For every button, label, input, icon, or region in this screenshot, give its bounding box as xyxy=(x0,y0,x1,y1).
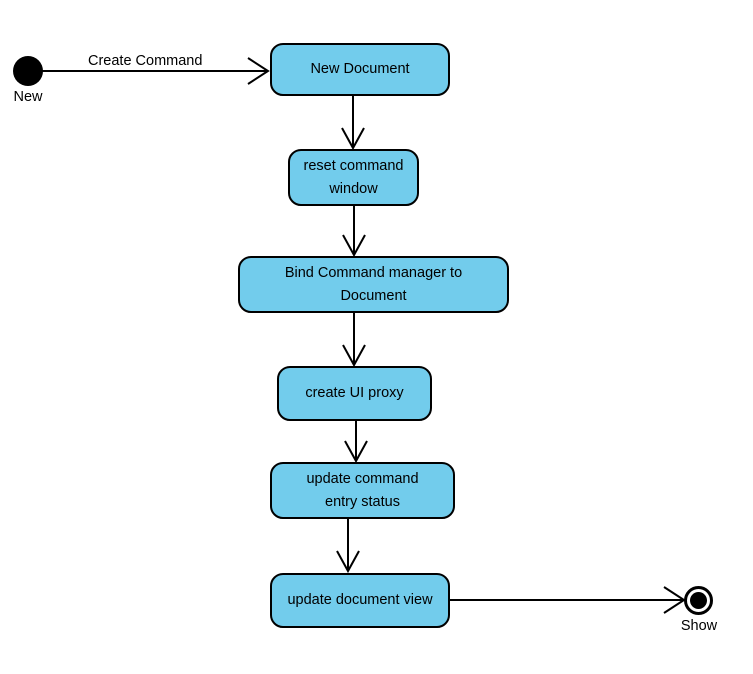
node-new-document-label: New Document xyxy=(310,61,410,78)
edge-doc-view-to-show xyxy=(450,586,686,614)
node-update-command-entry-status-label-line1: update command xyxy=(306,471,419,488)
node-new-document[interactable]: New Document xyxy=(270,43,450,96)
initial-state-label: New xyxy=(13,89,43,105)
node-update-document-view[interactable]: update document view xyxy=(270,573,450,628)
node-update-command-entry-status[interactable]: update command entry status xyxy=(270,462,455,519)
node-create-ui-proxy[interactable]: create UI proxy xyxy=(277,366,432,421)
node-bind-command-manager-label-line2: Document xyxy=(340,287,407,304)
node-create-ui-proxy-label: create UI proxy xyxy=(305,385,404,402)
final-state-label: Show xyxy=(680,618,718,634)
node-reset-command-window-label-line1: reset command xyxy=(303,158,404,175)
edge-update-status-to-doc-view xyxy=(336,519,360,574)
edge-bind-to-proxy xyxy=(342,313,366,368)
final-state-node[interactable] xyxy=(684,586,713,615)
node-reset-command-window-label-line2: window xyxy=(329,180,378,197)
node-bind-command-manager[interactable]: Bind Command manager to Document xyxy=(238,256,509,313)
edge-new-to-new-document xyxy=(40,57,270,85)
edge-proxy-to-update-status xyxy=(344,421,368,464)
node-update-document-view-label: update document view xyxy=(287,592,433,609)
final-state-inner-dot xyxy=(690,592,707,609)
initial-state-node[interactable] xyxy=(13,56,43,86)
node-reset-command-window[interactable]: reset command window xyxy=(288,149,419,206)
edge-reset-to-bind xyxy=(342,206,366,258)
edge-new-document-to-reset xyxy=(341,96,365,151)
node-bind-command-manager-label-line1: Bind Command manager to xyxy=(284,265,463,282)
node-update-command-entry-status-label-line2: entry status xyxy=(325,493,400,510)
edge-label-create-command: Create Command xyxy=(88,53,203,69)
